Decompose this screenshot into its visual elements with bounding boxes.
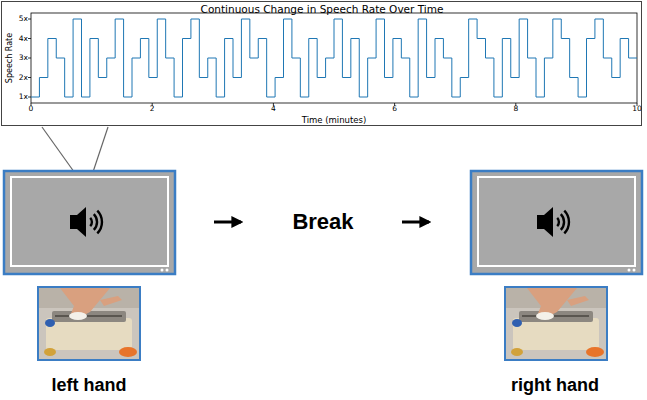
tick-mark — [28, 97, 31, 98]
axis-text: 5x — [19, 15, 28, 23]
axis-text: Speech Rate — [6, 33, 14, 83]
axis-text: 4x — [19, 35, 28, 43]
axis-text: 4 — [271, 105, 276, 113]
break-label: Break — [292, 211, 353, 233]
flow-arrow — [214, 221, 241, 224]
plot-frame — [31, 13, 637, 103]
axis-text: 2 — [150, 105, 155, 113]
tick-mark — [28, 19, 31, 20]
chart-title: Continuous Change in Speech Rate Over Ti… — [201, 4, 444, 15]
hand-label: right hand — [511, 376, 599, 394]
speech-rate-line — [31, 19, 637, 97]
axis-text: Time (minutes) — [302, 116, 367, 125]
hand-photo-right — [505, 287, 607, 360]
axis-text: 6 — [392, 105, 397, 113]
screen-right — [471, 171, 642, 274]
tick-mark — [28, 58, 31, 59]
screen-left — [4, 171, 175, 274]
flow-arrow — [402, 221, 429, 224]
chart-panel: Continuous Change in Speech Rate Over Ti… — [1, 1, 642, 126]
hand-photo-left — [38, 287, 140, 360]
axis-text: 1x — [19, 93, 28, 101]
tick-mark — [28, 77, 31, 78]
axis-text: 2x — [19, 74, 28, 82]
axis-text: 8 — [513, 105, 518, 113]
tick-mark — [28, 38, 31, 39]
axis-text: 3x — [19, 54, 28, 62]
step-chart — [2, 2, 643, 127]
axis-text: 0 — [29, 105, 34, 113]
axis-text: 10 — [632, 105, 642, 113]
hand-label: left hand — [52, 376, 127, 394]
